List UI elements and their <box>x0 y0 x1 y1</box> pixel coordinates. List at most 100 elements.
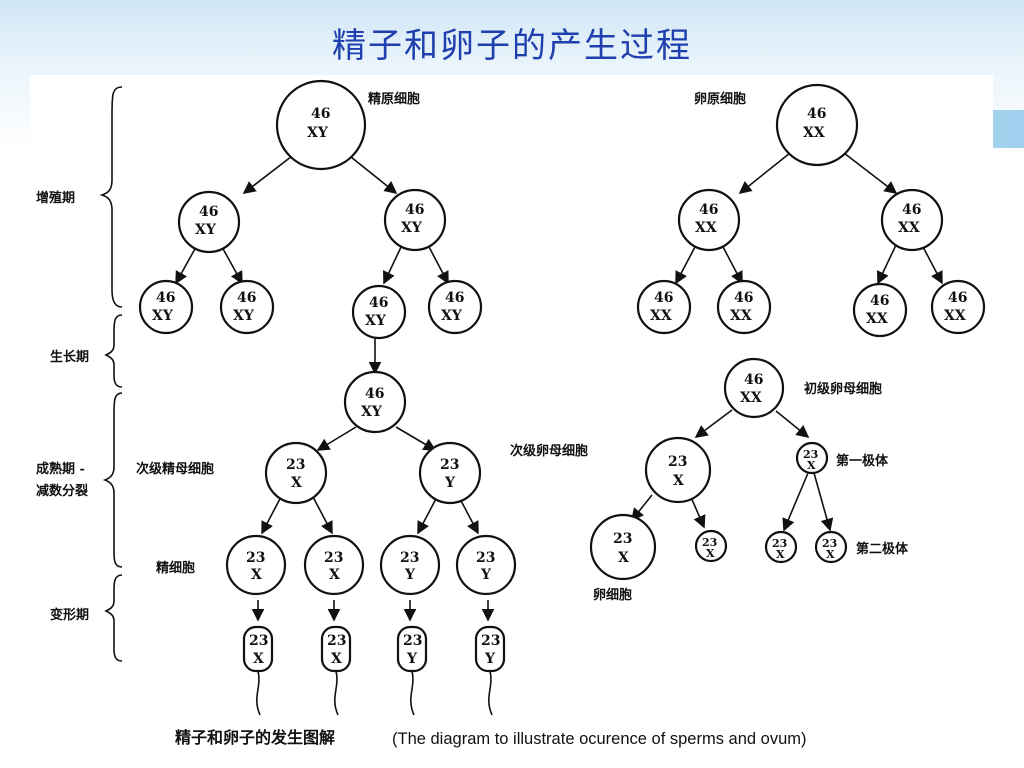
svg-text:23: 23 <box>481 633 500 649</box>
spermatid-cell-2: 23X <box>303 534 365 596</box>
svg-text:XX: XX <box>650 308 672 324</box>
svg-text:XX: XX <box>866 311 888 327</box>
svg-text:X: X <box>706 547 715 560</box>
svg-text:23: 23 <box>822 537 837 550</box>
spermatid-cell-4: 23Y <box>455 534 517 596</box>
label-first-polar-body: 第一极体 <box>836 453 889 469</box>
spermatid-cell-1: 23X <box>225 534 287 596</box>
svg-text:X: X <box>673 473 684 489</box>
label-spermatogonium: 精原细胞 <box>368 91 420 107</box>
first-polar-body-cell: 23X <box>795 441 829 475</box>
svg-text:XY: XY <box>152 308 174 324</box>
svg-text:X: X <box>618 550 629 566</box>
svg-text:Y: Y <box>480 567 492 583</box>
svg-text:X: X <box>291 475 302 491</box>
ovum-cell: 23X <box>589 513 657 581</box>
svg-text:XX: XX <box>740 390 762 406</box>
svg-text:XX: XX <box>730 308 752 324</box>
second-polar-body-cell-2: 23X <box>764 530 798 564</box>
svg-text:46: 46 <box>734 290 753 306</box>
svg-text:XY: XY <box>441 308 463 324</box>
label-oogonium: 卵原细胞 <box>694 91 746 107</box>
label-spermatid: 精细胞 <box>156 560 195 576</box>
svg-text:46: 46 <box>445 290 464 306</box>
sperm-4: 23Y <box>474 625 506 716</box>
svg-text:Y: Y <box>406 651 418 667</box>
spermatid-cell-3: 23Y <box>379 534 441 596</box>
stage-label-transformation: 变形期 <box>50 607 89 623</box>
stage-label-maturation-2: 减数分裂 <box>36 483 89 499</box>
stage-label-growth: 生长期 <box>50 349 89 365</box>
svg-text:23: 23 <box>772 537 787 550</box>
svg-text:46: 46 <box>699 202 718 218</box>
svg-text:46: 46 <box>237 290 256 306</box>
page-title: 精子和卵子的产生过程 <box>332 26 692 66</box>
label-primary-oocyte: 初级卵母细胞 <box>804 381 882 397</box>
svg-text:Y: Y <box>404 567 416 583</box>
diagram-figure: 增殖期 生长期 成熟期 - 减数分裂 变形期 <box>30 75 993 755</box>
svg-text:23: 23 <box>403 633 422 649</box>
svg-text:23: 23 <box>476 550 495 566</box>
svg-text:X: X <box>251 567 262 583</box>
label-second-polar-body: 第二极体 <box>856 541 909 557</box>
svg-text:23: 23 <box>246 550 265 566</box>
svg-text:X: X <box>776 548 785 561</box>
svg-text:46: 46 <box>654 290 673 306</box>
svg-text:23: 23 <box>400 550 419 566</box>
svg-text:23: 23 <box>803 448 818 461</box>
svg-text:X: X <box>807 459 816 472</box>
secondary-spermatocyte-y-cell: 23Y <box>418 441 482 505</box>
svg-text:46: 46 <box>948 290 967 306</box>
svg-text:46: 46 <box>199 204 218 220</box>
svg-text:XY: XY <box>365 313 387 329</box>
sperm-1: 23X <box>242 625 274 716</box>
svg-text:XX: XX <box>803 125 825 141</box>
svg-text:46: 46 <box>902 202 921 218</box>
gametogenesis-diagram: 增殖期 生长期 成熟期 - 减数分裂 变形期 <box>36 79 986 748</box>
svg-text:X: X <box>253 651 264 667</box>
sperm-2: 23X <box>320 625 352 716</box>
svg-text:23: 23 <box>249 633 268 649</box>
svg-text:46: 46 <box>744 372 763 388</box>
label-secondary-oocyte: 次级卵母细胞 <box>510 443 588 459</box>
svg-text:46: 46 <box>365 386 384 402</box>
stage-braces <box>99 86 123 662</box>
secondary-spermatocyte-x-cell: 23X <box>264 441 328 505</box>
second-polar-body-cell-3: 23X <box>814 530 848 564</box>
stage-label-maturation-1: 成熟期 - <box>36 461 85 477</box>
svg-text:46: 46 <box>870 293 889 309</box>
svg-text:XY: XY <box>307 125 329 141</box>
sperm-3: 23Y <box>396 625 428 716</box>
svg-text:23: 23 <box>702 536 717 549</box>
svg-text:46: 46 <box>311 106 330 122</box>
stage-label-proliferation: 增殖期 <box>36 190 75 206</box>
svg-text:Y: Y <box>444 475 456 491</box>
svg-text:23: 23 <box>668 454 687 470</box>
svg-text:46: 46 <box>807 106 826 122</box>
svg-text:23: 23 <box>327 633 346 649</box>
svg-text:XX: XX <box>898 220 920 236</box>
svg-text:23: 23 <box>286 457 305 473</box>
secondary-oocyte-cell: 23X <box>644 436 712 504</box>
svg-text:X: X <box>329 567 340 583</box>
svg-text:46: 46 <box>369 295 388 311</box>
label-ovum: 卵细胞 <box>593 587 632 603</box>
svg-text:Y: Y <box>484 651 496 667</box>
svg-text:23: 23 <box>324 550 343 566</box>
svg-text:23: 23 <box>440 457 459 473</box>
svg-text:46: 46 <box>405 202 424 218</box>
svg-text:XY: XY <box>361 404 383 420</box>
svg-text:X: X <box>331 651 342 667</box>
